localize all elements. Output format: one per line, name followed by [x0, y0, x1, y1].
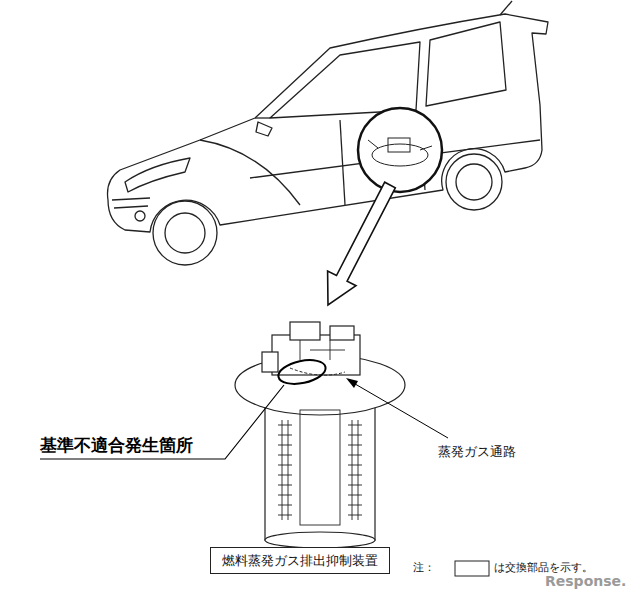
note-text: 注： — [413, 562, 435, 575]
callout-label: 基準不適合発生箇所 — [40, 436, 193, 456]
note-text: は交換部品を示す。 — [494, 562, 593, 575]
note-box-sample — [455, 561, 489, 576]
part-name-box: 燃料蒸発ガス排出抑制装置 — [210, 547, 390, 574]
part-label: 蒸発ガス通路 — [438, 445, 516, 460]
watermark: Response. — [545, 573, 626, 589]
box-text: 燃料蒸発ガス排出抑制装置 — [222, 553, 378, 569]
